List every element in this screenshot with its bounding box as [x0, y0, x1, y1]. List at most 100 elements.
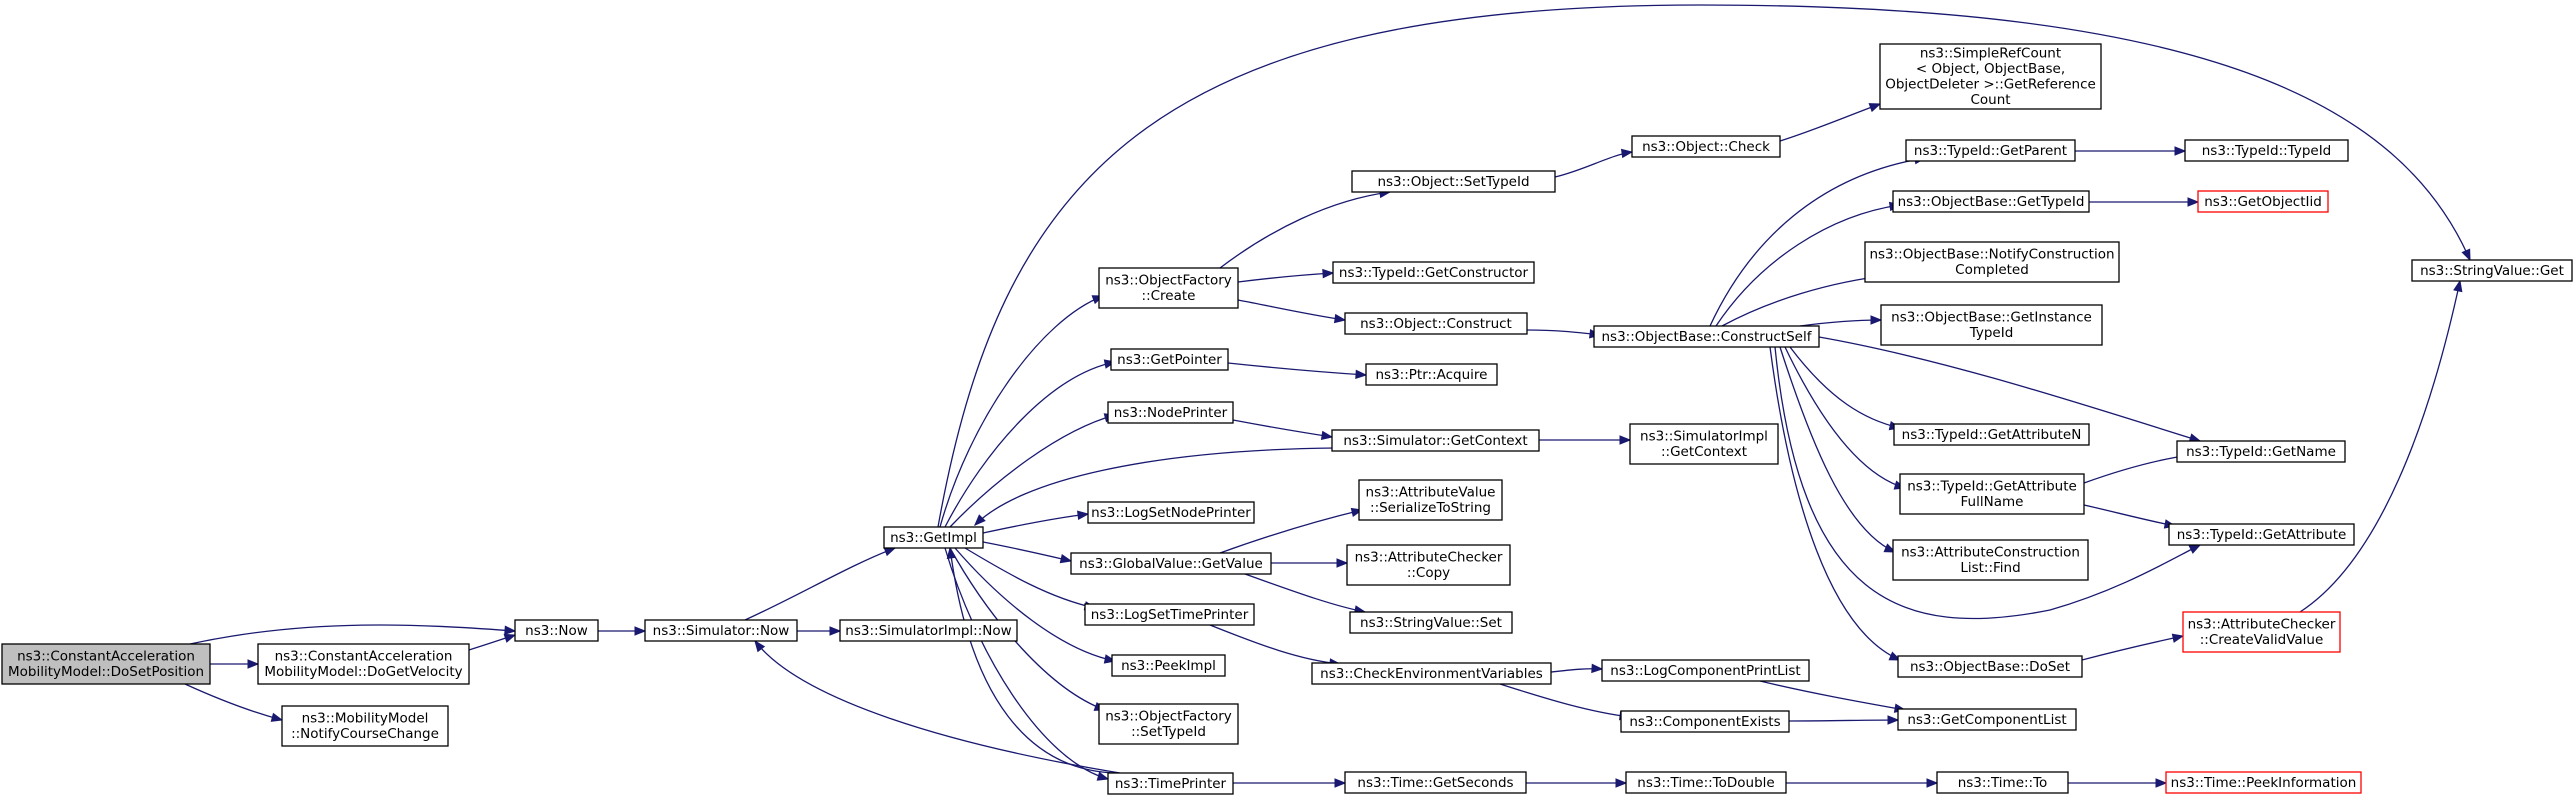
node-attribute-checker-create-valid-value[interactable]: ns3::AttributeChecker::CreateValidValue [2182, 611, 2341, 653]
node-box[interactable] [1601, 659, 1810, 682]
node-box[interactable] [514, 619, 599, 642]
node-box[interactable] [281, 705, 449, 747]
node-box[interactable] [1899, 473, 2085, 515]
node-simulator-impl-get-context[interactable]: ns3::SimulatorImpl::GetContext [1629, 423, 1779, 465]
node-type-id-get-attribute-n[interactable]: ns3::TypeId::GetAttributeN [1893, 423, 2090, 446]
node-box[interactable] [1905, 139, 2076, 162]
node-do-set-position[interactable]: ns3::ConstantAccelerationMobilityModel::… [1, 643, 211, 685]
node-log-set-node-printer[interactable]: ns3::LogSetNodePrinter [1087, 501, 1255, 524]
node-component-exists[interactable]: ns3::ComponentExists [1620, 710, 1790, 733]
node-box[interactable] [644, 619, 798, 642]
node-box[interactable] [1344, 771, 1527, 794]
node-time-to-double[interactable]: ns3::Time::ToDouble [1625, 771, 1787, 794]
node-box[interactable] [1084, 603, 1255, 626]
node-attribute-value-serialize[interactable]: ns3::AttributeValue::SerializeToString [1358, 479, 1503, 521]
node-box[interactable] [1107, 401, 1234, 424]
node-simulator-get-context[interactable]: ns3::Simulator::GetContext [1331, 429, 1540, 452]
node-box[interactable] [1358, 479, 1503, 521]
node-object-construct[interactable]: ns3::Object::Construct [1344, 312, 1528, 335]
node-box[interactable] [1893, 423, 2090, 446]
node-type-id-get-parent[interactable]: ns3::TypeId::GetParent [1905, 139, 2076, 162]
node-box[interactable] [1936, 771, 2069, 794]
node-get-component-list[interactable]: ns3::GetComponentList [1897, 708, 2077, 731]
node-log-set-time-printer[interactable]: ns3::LogSetTimePrinter [1084, 603, 1255, 626]
node-box[interactable] [1620, 710, 1790, 733]
node-box[interactable] [1880, 304, 2103, 346]
node-box[interactable] [1892, 539, 2089, 581]
node-box[interactable] [1631, 135, 1781, 158]
node-type-id-type-id[interactable]: ns3::TypeId::TypeId [2184, 139, 2349, 162]
node-time-to[interactable]: ns3::Time::To [1936, 771, 2069, 794]
node-box[interactable] [883, 526, 984, 549]
node-attribute-checker-copy[interactable]: ns3::AttributeChecker::Copy [1346, 544, 1511, 586]
node-box[interactable] [2176, 440, 2346, 463]
node-box[interactable] [1098, 703, 1239, 745]
node-box[interactable] [1897, 708, 2077, 731]
node-box[interactable] [2168, 523, 2355, 546]
node-box[interactable] [2182, 611, 2341, 653]
node-box[interactable] [1331, 429, 1540, 452]
node-object-set-type-id[interactable]: ns3::Object::SetTypeId [1351, 170, 1556, 193]
node-object-factory-create[interactable]: ns3::ObjectFactory::Create [1098, 267, 1239, 309]
node-box[interactable] [1629, 423, 1779, 465]
node-box[interactable] [1344, 312, 1528, 335]
node-box[interactable] [1864, 241, 2120, 283]
node-log-component-print-list[interactable]: ns3::LogComponentPrintList [1601, 659, 1810, 682]
node-box[interactable] [1593, 325, 1820, 348]
node-type-id-get-attribute[interactable]: ns3::TypeId::GetAttribute [2168, 523, 2355, 546]
node-node-printer[interactable]: ns3::NodePrinter [1107, 401, 1234, 424]
node-box[interactable] [1087, 501, 1255, 524]
node-check-environment-variables[interactable]: ns3::CheckEnvironmentVariables [1311, 662, 1552, 685]
node-box[interactable] [1332, 261, 1535, 284]
node-type-id-get-name[interactable]: ns3::TypeId::GetName [2176, 440, 2346, 463]
node-object-base-do-set[interactable]: ns3::ObjectBase::DoSet [1897, 655, 2083, 678]
node-get-pointer[interactable]: ns3::GetPointer [1110, 348, 1229, 371]
node-box[interactable] [1349, 611, 1513, 634]
node-box[interactable] [1346, 544, 1511, 586]
node-box[interactable] [1625, 771, 1787, 794]
node-time-printer[interactable]: ns3::TimePrinter [1107, 772, 1234, 795]
node-object-base-construct-self[interactable]: ns3::ObjectBase::ConstructSelf [1593, 325, 1820, 348]
node-get-object-iid[interactable]: ns3::GetObjectIid [2197, 190, 2329, 213]
node-box[interactable] [1, 643, 211, 685]
node-simple-ref-count[interactable]: ns3::SimpleRefCount< Object, ObjectBase,… [1879, 43, 2102, 110]
node-box[interactable] [1110, 348, 1229, 371]
node-box[interactable] [1070, 552, 1272, 575]
node-box[interactable] [1311, 662, 1552, 685]
node-simulator-impl-now[interactable]: ns3::SimulatorImpl::Now [839, 619, 1018, 642]
node-box[interactable] [257, 643, 470, 685]
node-box[interactable] [2197, 190, 2329, 213]
node-peek-impl[interactable]: ns3::PeekImpl [1111, 654, 1226, 677]
node-do-get-velocity[interactable]: ns3::ConstantAccelerationMobilityModel::… [257, 643, 470, 685]
node-get-impl[interactable]: ns3::GetImpl [883, 526, 984, 549]
node-string-value-get[interactable]: ns3::StringValue::Get [2411, 259, 2573, 282]
node-type-id-get-constructor[interactable]: ns3::TypeId::GetConstructor [1332, 261, 1535, 284]
node-now[interactable]: ns3::Now [514, 619, 599, 642]
node-notify-construction-completed[interactable]: ns3::ObjectBase::NotifyConstructionCompl… [1864, 241, 2120, 283]
node-box[interactable] [2411, 259, 2573, 282]
node-string-value-set[interactable]: ns3::StringValue::Set [1349, 611, 1513, 634]
node-time-peek-information[interactable]: ns3::Time::PeekInformation [2165, 771, 2362, 794]
node-notify-course-change[interactable]: ns3::MobilityModel::NotifyCourseChange [281, 705, 449, 747]
node-box[interactable] [1879, 43, 2102, 110]
node-box[interactable] [1365, 363, 1498, 386]
node-box[interactable] [2165, 771, 2362, 794]
node-ptr-acquire[interactable]: ns3::Ptr::Acquire [1365, 363, 1498, 386]
node-box[interactable] [1098, 267, 1239, 309]
node-box[interactable] [1107, 772, 1234, 795]
node-box[interactable] [2184, 139, 2349, 162]
node-object-base-get-type-id[interactable]: ns3::ObjectBase::GetTypeId [1892, 190, 2090, 213]
node-simulator-now[interactable]: ns3::Simulator::Now [644, 619, 798, 642]
node-box[interactable] [1897, 655, 2083, 678]
node-global-value-get-value[interactable]: ns3::GlobalValue::GetValue [1070, 552, 1272, 575]
node-box[interactable] [1892, 190, 2090, 213]
node-object-factory-set-type-id[interactable]: ns3::ObjectFactory::SetTypeId [1098, 703, 1239, 745]
node-time-get-seconds[interactable]: ns3::Time::GetSeconds [1344, 771, 1527, 794]
node-box[interactable] [1111, 654, 1226, 677]
node-box[interactable] [1351, 170, 1556, 193]
node-object-check[interactable]: ns3::Object::Check [1631, 135, 1781, 158]
node-box[interactable] [839, 619, 1018, 642]
